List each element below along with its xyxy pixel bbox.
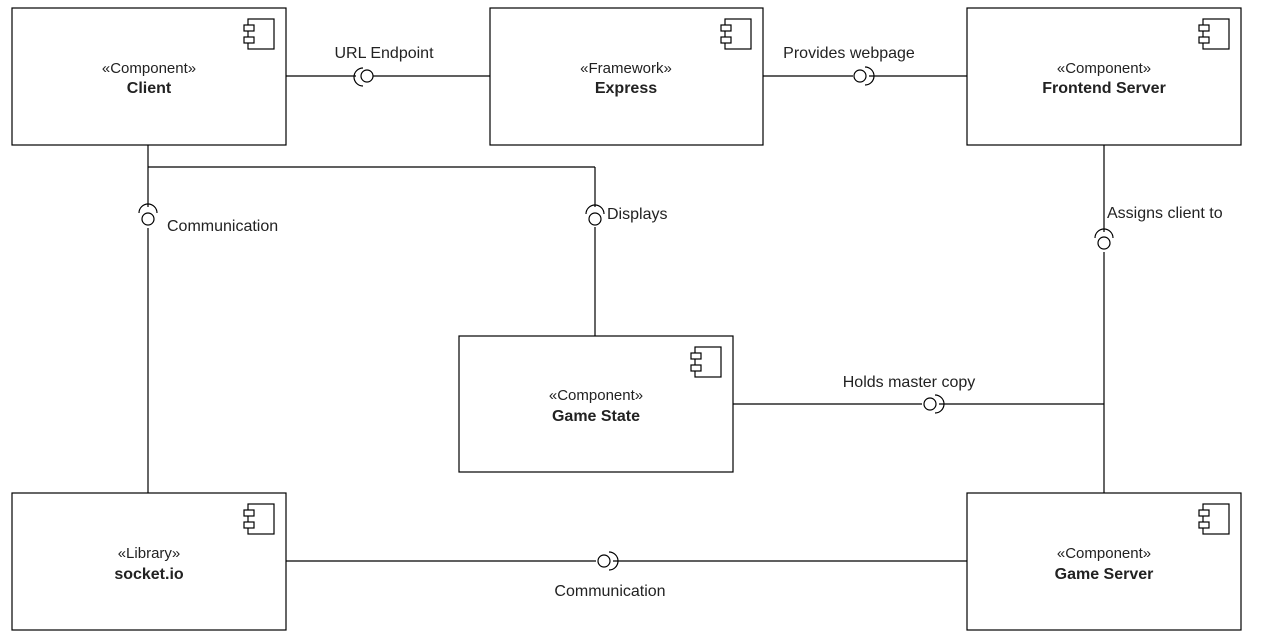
component-icon <box>720 18 752 50</box>
interface-ball-provides-webpage <box>853 66 875 86</box>
client-name: Client <box>127 80 172 97</box>
component-icon <box>1198 503 1230 535</box>
component-express: «Framework» Express <box>489 7 764 146</box>
interface-ball-communication-bottom <box>597 551 619 571</box>
connector-lines <box>147 75 1105 562</box>
component-frontend-server: «Component» Frontend Server <box>966 7 1242 146</box>
frontend-stereotype: «Component» <box>1057 60 1151 77</box>
gameserver-stereotype: «Component» <box>1057 545 1151 562</box>
communication-left-label: Communication <box>167 218 278 235</box>
holds-master-label: Holds master copy <box>843 374 976 391</box>
interface-ball-displays <box>585 204 605 226</box>
component-client: «Component» Client <box>11 7 287 146</box>
client-stereotype: «Component» <box>102 60 196 77</box>
url-endpoint-label: URL Endpoint <box>334 45 434 62</box>
express-stereotype: «Framework» <box>580 60 672 77</box>
gameserver-name: Game Server <box>1055 566 1154 583</box>
communication-bottom-label: Communication <box>554 583 665 600</box>
express-name: Express <box>595 80 657 97</box>
gamestate-stereotype: «Component» <box>549 387 643 404</box>
interface-ball-holds-master <box>923 394 945 414</box>
interface-ball-url-endpoint <box>353 67 374 87</box>
component-socket-io: «Library» socket.io <box>11 492 287 631</box>
component-icon <box>243 18 275 50</box>
frontend-name: Frontend Server <box>1042 80 1166 97</box>
interface-ball-communication-left <box>138 203 158 226</box>
assigns-client-label: Assigns client to <box>1107 205 1223 222</box>
provides-webpage-label: Provides webpage <box>783 45 915 62</box>
component-game-state: «Component» Game State <box>458 335 734 473</box>
component-icon <box>690 346 722 378</box>
interface-ball-assigns-client <box>1094 228 1114 250</box>
displays-label: Displays <box>607 206 667 223</box>
component-game-server: «Component» Game Server <box>966 492 1242 631</box>
component-icon <box>243 503 275 535</box>
socketio-name: socket.io <box>114 566 184 583</box>
socketio-stereotype: «Library» <box>118 545 181 562</box>
gamestate-name: Game State <box>552 408 640 425</box>
component-icon <box>1198 18 1230 50</box>
